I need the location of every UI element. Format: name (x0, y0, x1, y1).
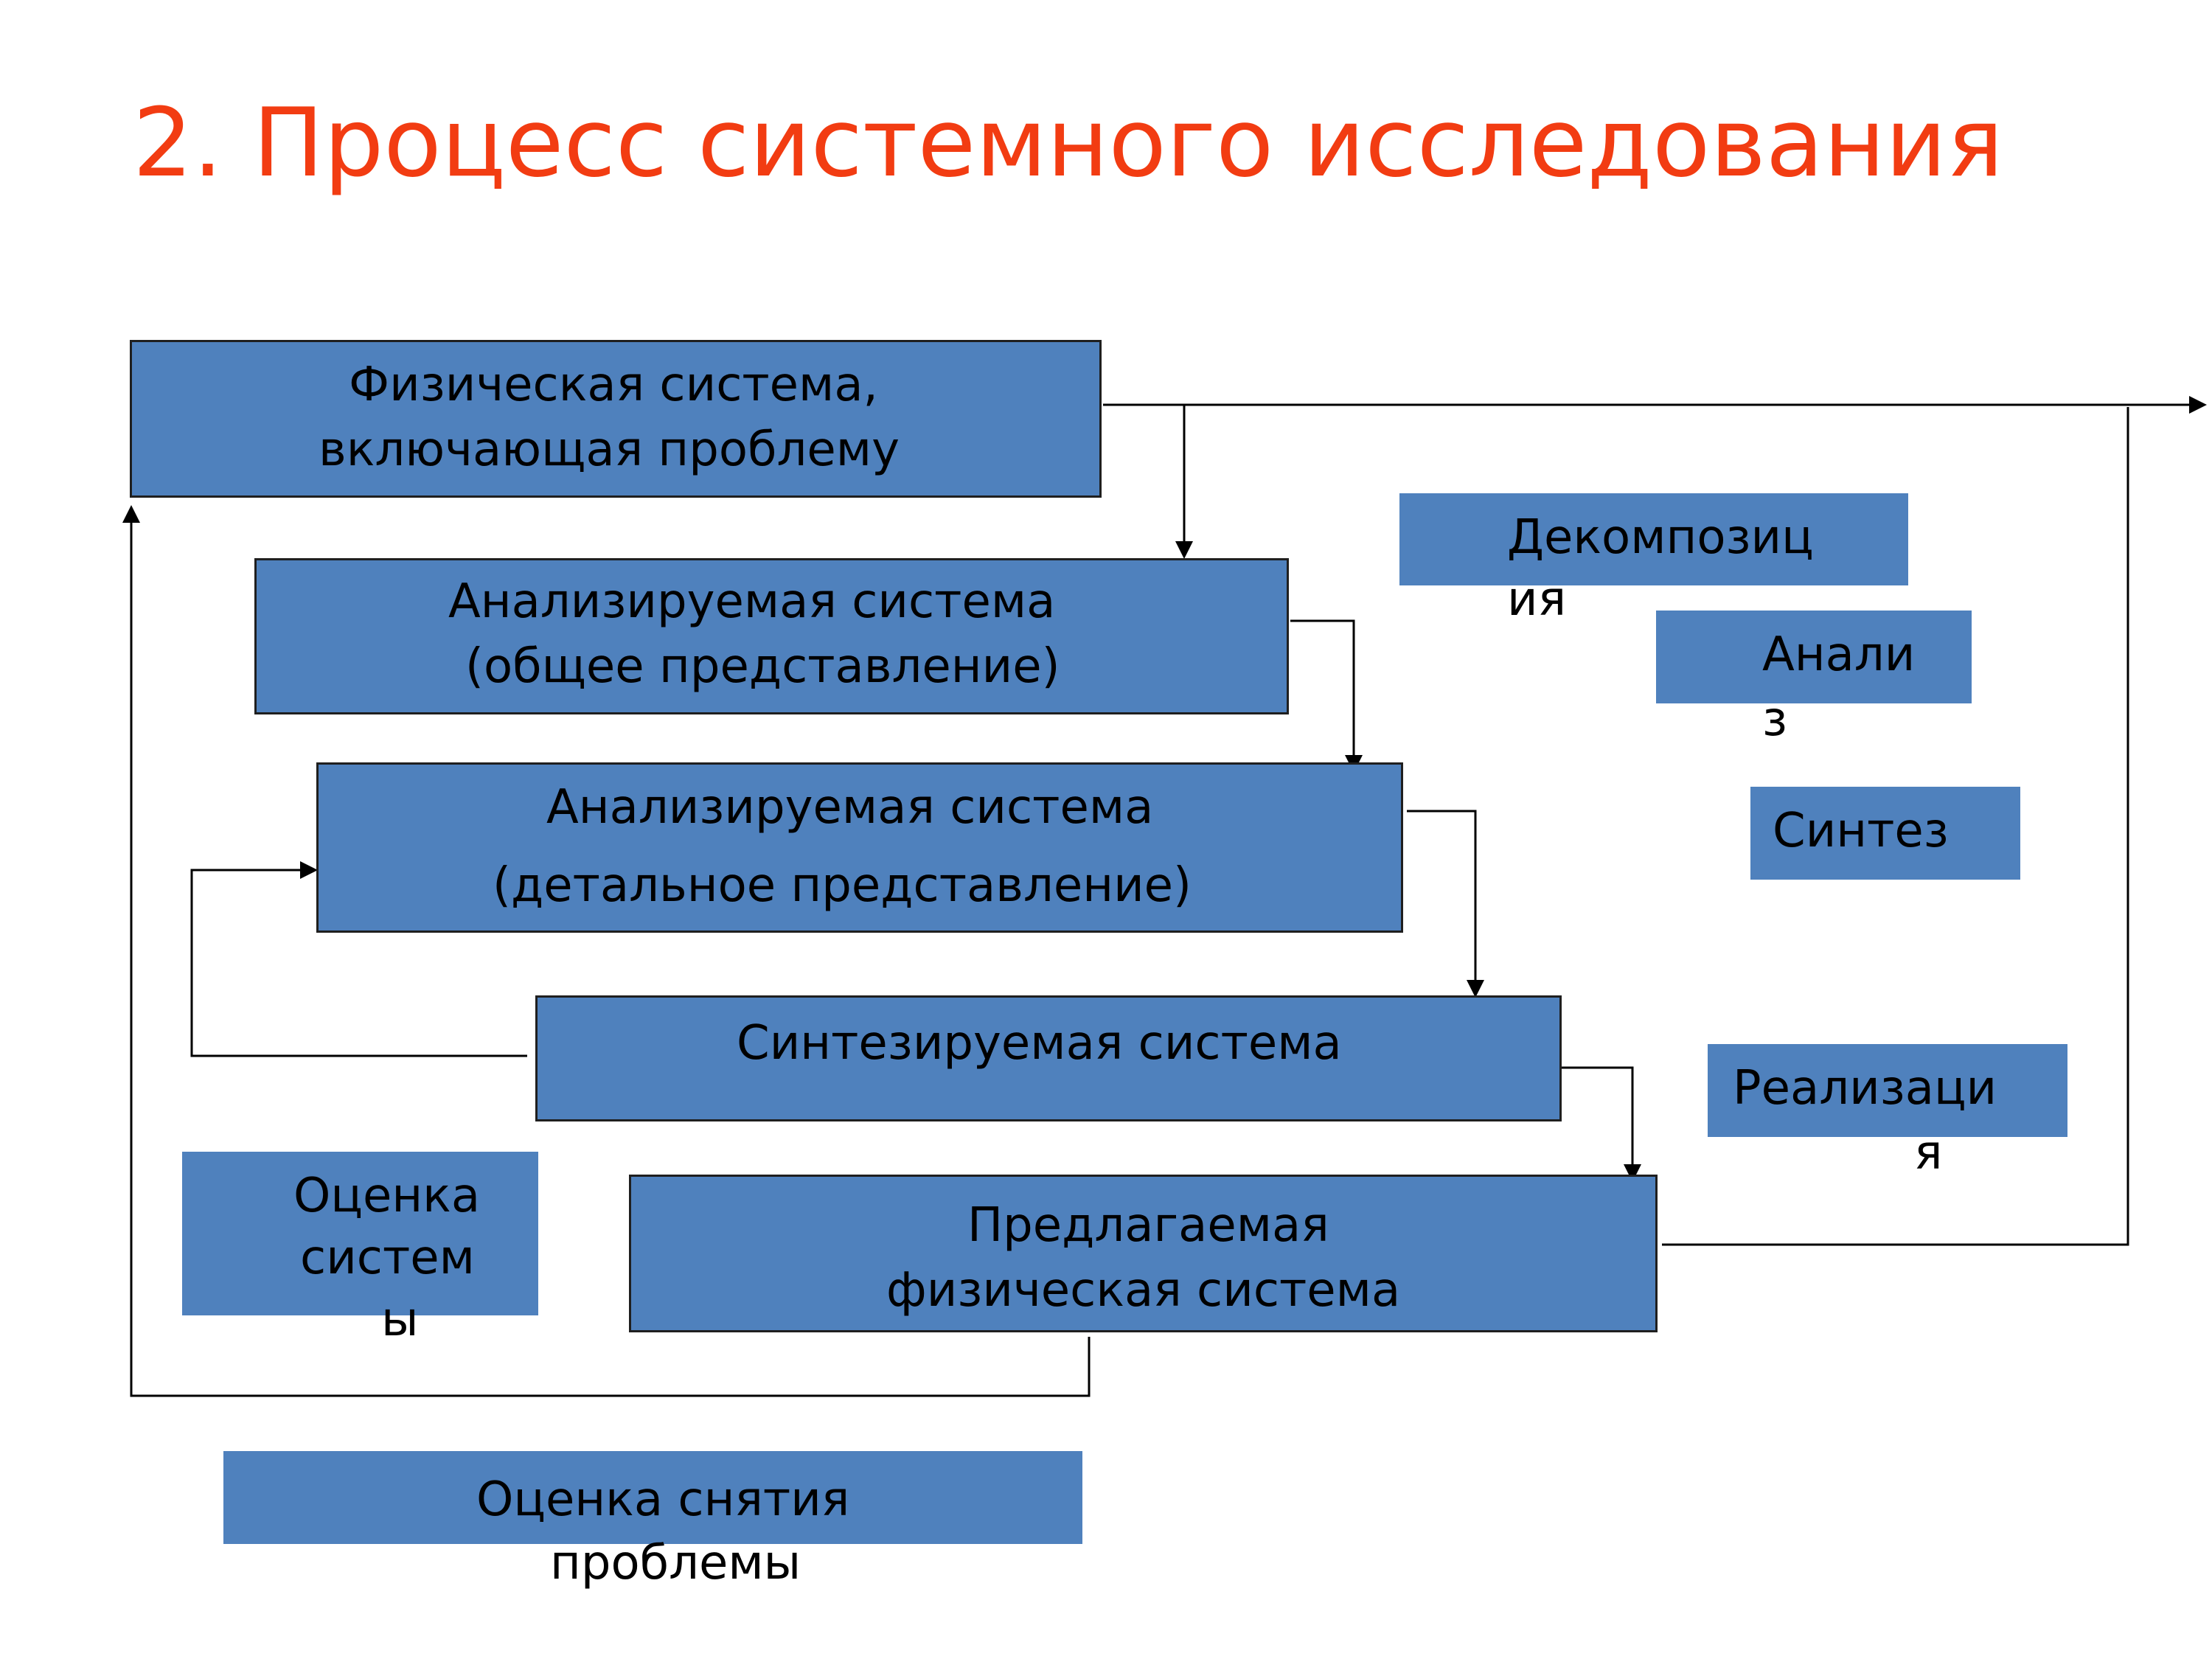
proposed-physical-system-box: Предлагаемая физическая система (629, 1175, 1658, 1332)
system-evaluation-line-3: ы (381, 1293, 419, 1347)
arrow-proposed-feedback (122, 505, 1091, 1397)
synthesis-line-1: Синтез (1773, 804, 1949, 858)
decomposition-line-1: Декомпозиц (1507, 510, 1814, 565)
problem-removal-line-2: проблемы (550, 1536, 801, 1590)
synthesized-system-box: Синтезируемая система (535, 995, 1562, 1121)
analysis-line-1: Анали (1762, 627, 1916, 682)
arrow-detailed-to-synthesized (1407, 810, 1484, 998)
synthesized-line-1: Синтезируемая система (737, 1016, 1342, 1071)
line-proposed-to-right (1662, 407, 2129, 1246)
system-evaluation-line-1: Оценка (293, 1169, 481, 1223)
problem-removal-line-1: Оценка снятия (476, 1472, 850, 1527)
arrow-synthesized-feedback (190, 861, 527, 1057)
analysis-label: Анали з (1656, 611, 1972, 747)
arrow-general-to-detailed (1290, 619, 1363, 773)
proposed-line-2: физическая система (886, 1263, 1401, 1318)
implementation-line-2: я (1914, 1126, 1943, 1180)
proposed-line-1: Предлагаемая (967, 1198, 1329, 1253)
page-title: 2. Процесс системного исследования (133, 88, 2004, 198)
implementation-line-1: Реализаци (1733, 1061, 1997, 1116)
system-evaluation-label: Оценка систем ы (182, 1152, 538, 1347)
implementation-label: Реализаци я (1708, 1044, 2067, 1180)
analyzed-system-detailed-box: Анализируемая система (детальное предста… (316, 762, 1403, 933)
system-evaluation-line-2: систем (300, 1231, 475, 1285)
analyzed-detailed-line-2: (детальное представление) (493, 858, 1192, 913)
arrow-synthesized-to-proposed (1562, 1066, 1641, 1182)
analyzed-general-line-2: (общее представление) (465, 639, 1060, 694)
analyzed-detailed-line-1: Анализируемая система (546, 780, 1154, 835)
problem-removal-evaluation-label: Оценка снятия проблемы (223, 1451, 1082, 1590)
analyzed-system-general-box: Анализируемая система (общее представлен… (254, 558, 1289, 714)
analyzed-general-line-1: Анализируемая система (448, 574, 1056, 629)
physical-system-line-1: Физическая система, (349, 358, 878, 412)
physical-system-box: Физическая система, включающая проблему (130, 340, 1102, 498)
physical-system-line-2: включающая проблему (319, 422, 900, 477)
synthesis-label: Синтез (1750, 787, 2020, 880)
decomposition-label: Декомпозиц ия (1399, 493, 1908, 627)
analysis-line-2: з (1762, 692, 1788, 747)
decomposition-line-2: ия (1507, 572, 1567, 627)
